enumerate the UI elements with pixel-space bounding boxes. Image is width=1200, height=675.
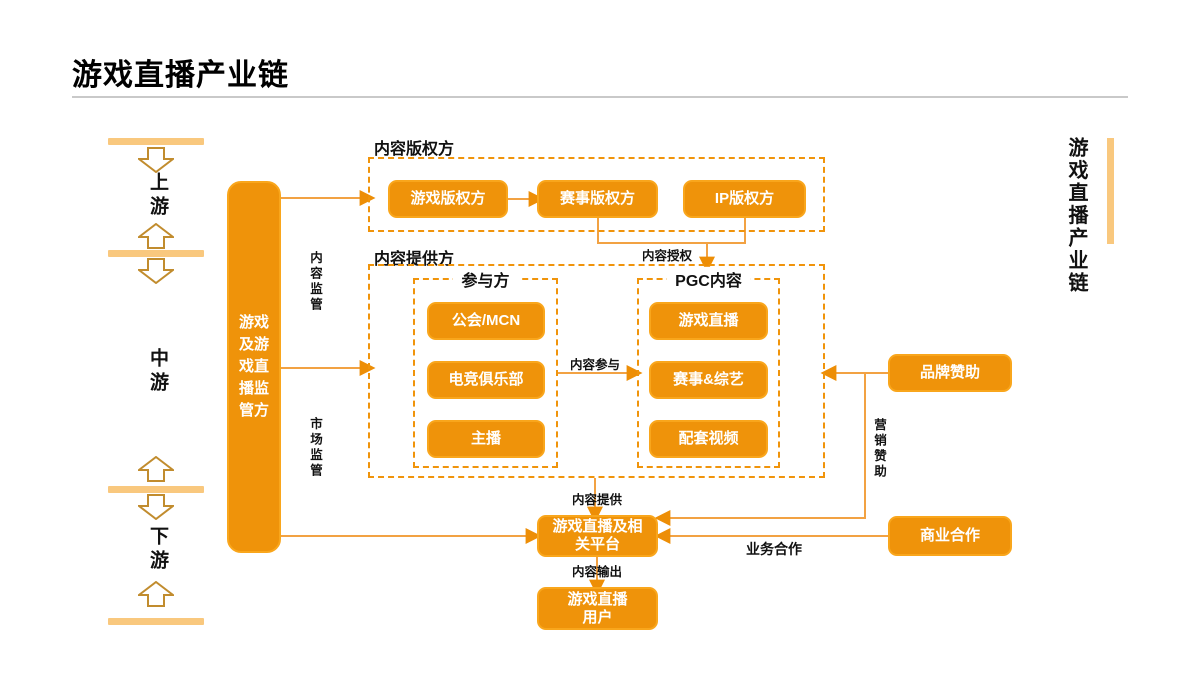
edge-label-business-cooperation: 业务合作 bbox=[746, 541, 802, 557]
node-users: 游戏直播 用户 bbox=[537, 587, 658, 630]
page-title: 游戏直播产业链 bbox=[72, 59, 289, 92]
section-copyright-container bbox=[368, 157, 825, 232]
edge-label-content-supply: 内容提供 bbox=[572, 493, 623, 507]
down-block-arrow-icon bbox=[138, 494, 174, 520]
side-title-accent-bar bbox=[1107, 138, 1114, 244]
rail-bar bbox=[108, 486, 204, 493]
rail-label-downstream: 下游 bbox=[147, 526, 168, 574]
down-block-arrow-icon bbox=[138, 258, 174, 284]
rail-bar bbox=[108, 618, 204, 625]
group-pgc-container: PGC内容 bbox=[637, 266, 780, 468]
node-regulator-label: 游戏及游戏直播监管方 bbox=[238, 314, 269, 419]
node-game-copyright: 游戏版权方 bbox=[388, 180, 508, 218]
side-title: 游戏直播产业链 bbox=[1065, 137, 1087, 295]
edge-label-content-supervision: 内容监管 bbox=[308, 251, 322, 313]
node-business-partner: 商业合作 bbox=[888, 516, 1012, 556]
node-esports-club: 电竞俱乐部 bbox=[427, 361, 545, 399]
node-game-streaming: 游戏直播 bbox=[649, 302, 768, 340]
node-event-variety: 赛事&综艺 bbox=[649, 361, 768, 399]
up-block-arrow-icon bbox=[138, 456, 174, 482]
rail-label-midstream: 中游 bbox=[147, 348, 168, 396]
rail-bar bbox=[108, 138, 204, 145]
rail-bar bbox=[108, 250, 204, 257]
node-regulator: 游戏及游戏直播监管方 bbox=[227, 181, 281, 553]
rail-label-upstream: 上游 bbox=[147, 172, 168, 220]
group-title-pgc: PGC内容 bbox=[666, 266, 751, 291]
section-provider-container bbox=[368, 264, 825, 478]
edge-label-content-participation: 内容参与 bbox=[570, 358, 621, 372]
node-streamer: 主播 bbox=[427, 420, 545, 458]
group-participants-container: 参与方 bbox=[413, 266, 558, 468]
node-platform: 游戏直播及相 关平台 bbox=[537, 515, 658, 557]
section-title-provider: 内容提供方 bbox=[374, 251, 455, 268]
up-block-arrow-icon bbox=[138, 223, 174, 249]
group-title-participants: 参与方 bbox=[452, 266, 519, 291]
node-companion-video: 配套视频 bbox=[649, 420, 768, 458]
node-brand-sponsor: 品牌赞助 bbox=[888, 354, 1012, 392]
node-guild-mcn: 公会/MCN bbox=[427, 302, 545, 340]
edge-label-content-licensing: 内容授权 bbox=[642, 249, 693, 263]
section-title-copyright: 内容版权方 bbox=[374, 141, 455, 158]
up-block-arrow-icon bbox=[138, 581, 174, 607]
edge-label-market-supervision: 市场监管 bbox=[308, 417, 322, 479]
title-underline bbox=[72, 96, 1128, 98]
down-block-arrow-icon bbox=[138, 147, 174, 173]
edge-brand-to-platform bbox=[654, 374, 866, 526]
edge-label-marketing-sponsorship: 营销赞助 bbox=[872, 418, 886, 480]
node-ip-copyright: IP版权方 bbox=[683, 180, 806, 218]
node-event-copyright: 赛事版权方 bbox=[537, 180, 658, 218]
edge-label-content-output: 内容输出 bbox=[572, 565, 623, 579]
